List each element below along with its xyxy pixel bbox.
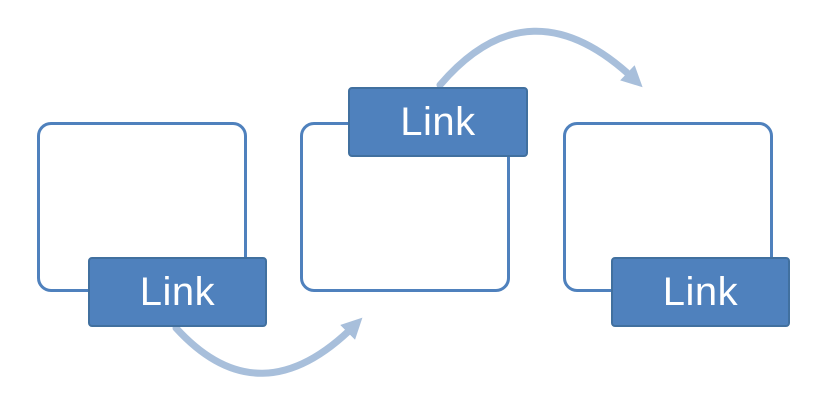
step-label-3-text: Link — [662, 270, 739, 314]
connector-arrow-1-to-2 — [172, 317, 363, 377]
step-label-2-text: Link — [400, 100, 476, 144]
step-label-1-text: Link — [139, 270, 216, 314]
step-label-2[interactable]: Link — [348, 87, 528, 157]
step-label-3[interactable]: Link — [611, 257, 790, 327]
step-label-1[interactable]: Link — [88, 257, 267, 327]
connector-arrow-2-to-3 — [436, 27, 643, 89]
